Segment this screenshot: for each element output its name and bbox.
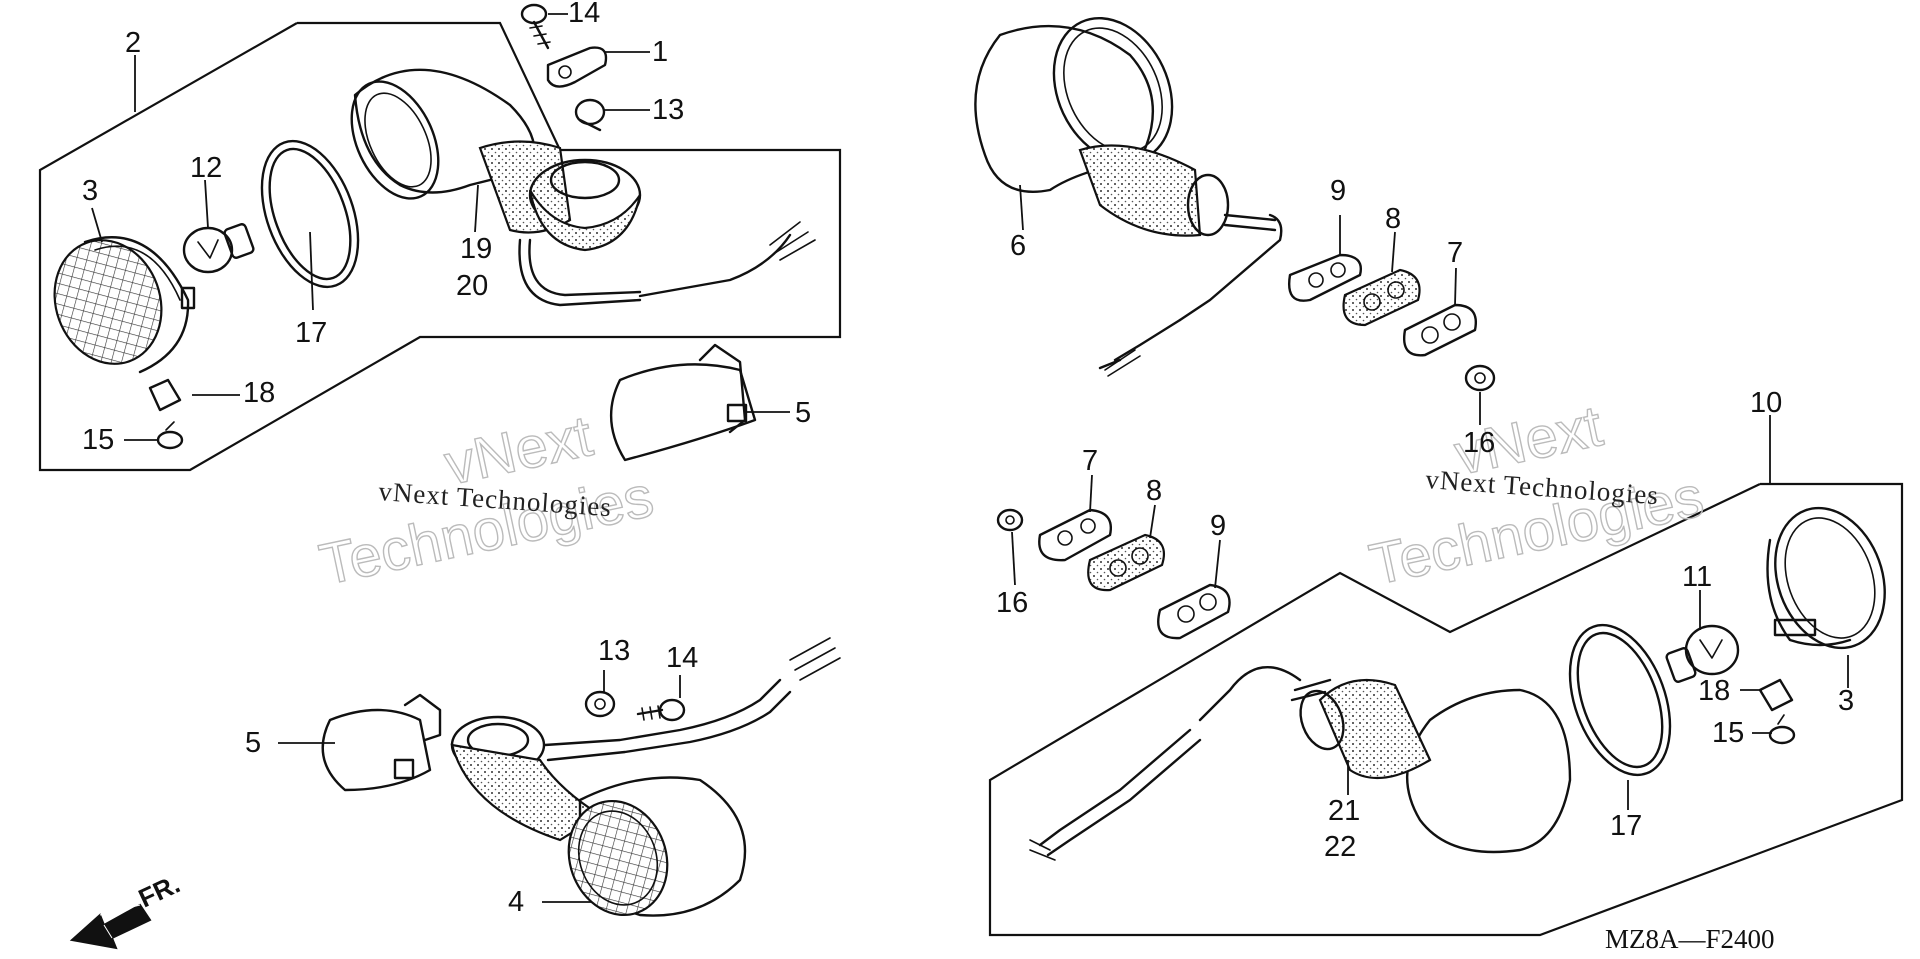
callout-21: 21 [1328, 795, 1360, 827]
front-direction-arrow: FR. [69, 869, 185, 950]
callout-3-left: 3 [82, 175, 98, 207]
winker-assembly-6 [974, 16, 1283, 377]
callout-17-left: 17 [295, 317, 327, 349]
plate-7-top [1403, 303, 1477, 357]
callout-18-left: 18 [243, 377, 275, 409]
bolt-14-bottom [636, 698, 686, 722]
callout-1: 1 [652, 36, 668, 68]
winker-assembly-4 [450, 637, 841, 917]
watermark: vNext Technologies vNext Technologies vN… [313, 393, 1709, 599]
callout-4: 4 [508, 886, 524, 918]
plate-9-top [1288, 253, 1362, 302]
nut-13-top [574, 98, 606, 132]
bolt-14-top [520, 3, 551, 50]
assembly-box-front-left [38, 21, 842, 472]
callout-5-left: 5 [245, 727, 261, 759]
callout-9-top: 9 [1330, 175, 1346, 207]
cover-5-left [321, 693, 442, 792]
callout-11: 11 [1682, 561, 1712, 593]
bulb-rear-right [1665, 624, 1740, 683]
winker-lens-front-left [53, 236, 196, 374]
winker-housing-rear-right [1029, 666, 1572, 861]
bulb-front-left [182, 223, 255, 274]
callout-8-mid: 8 [1146, 475, 1162, 507]
diagram-code: MZ8A—F2400 [1605, 924, 1775, 954]
winker-housing-front-left [350, 68, 816, 307]
leader-lines [91, 13, 1849, 903]
callout-22: 22 [1324, 831, 1356, 863]
callout-18-right: 18 [1698, 675, 1730, 707]
callout-15-right: 15 [1712, 717, 1744, 749]
callout-3-right: 3 [1838, 685, 1854, 717]
callout-8-top: 8 [1385, 203, 1401, 235]
callout-15-left: 15 [82, 424, 114, 456]
winker-lens-rear-right [1766, 506, 1886, 650]
callout-19: 19 [460, 233, 492, 265]
bracket-18-right [1758, 678, 1794, 712]
rim-ring-front-left [260, 139, 360, 289]
callout-14-bottom: 14 [666, 642, 698, 674]
screw-15-right [1768, 714, 1796, 745]
rim-ring-rear-right [1568, 623, 1672, 777]
callout-12: 12 [190, 152, 222, 184]
callout-20: 20 [456, 270, 488, 302]
plate-7-mid [1038, 508, 1112, 562]
nut-16-top [1464, 364, 1496, 392]
callout-10: 10 [1750, 387, 1782, 419]
grommet-8-top [1342, 268, 1421, 327]
callout-13-top: 13 [652, 94, 684, 126]
assembly-box-rear-right [988, 482, 1904, 937]
callout-5-right: 5 [795, 397, 811, 429]
grommet-8-mid [1087, 533, 1166, 592]
clamp-1 [546, 46, 608, 88]
callout-9-mid: 9 [1210, 510, 1226, 542]
callout-6: 6 [1010, 230, 1026, 262]
nut-13-bottom [584, 690, 616, 718]
callout-16-top: 16 [1463, 427, 1495, 459]
nut-16-mid [996, 508, 1024, 532]
plate-9-mid [1157, 583, 1231, 640]
callout-2: 2 [125, 27, 141, 59]
callout-7-mid: 7 [1082, 445, 1098, 477]
callout-labels: 2 3 12 17 18 15 14 1 13 19 20 5 6 9 8 7 … [82, 0, 1854, 918]
bracket-18-left [148, 378, 182, 412]
callout-17-right: 17 [1610, 810, 1642, 842]
callout-7-top: 7 [1447, 237, 1463, 269]
callout-13-bottom: 13 [598, 635, 630, 667]
screw-15-left [156, 421, 184, 450]
callout-16-mid: 16 [996, 587, 1028, 619]
cover-5-right [610, 343, 757, 462]
callout-14-top: 14 [568, 0, 600, 29]
